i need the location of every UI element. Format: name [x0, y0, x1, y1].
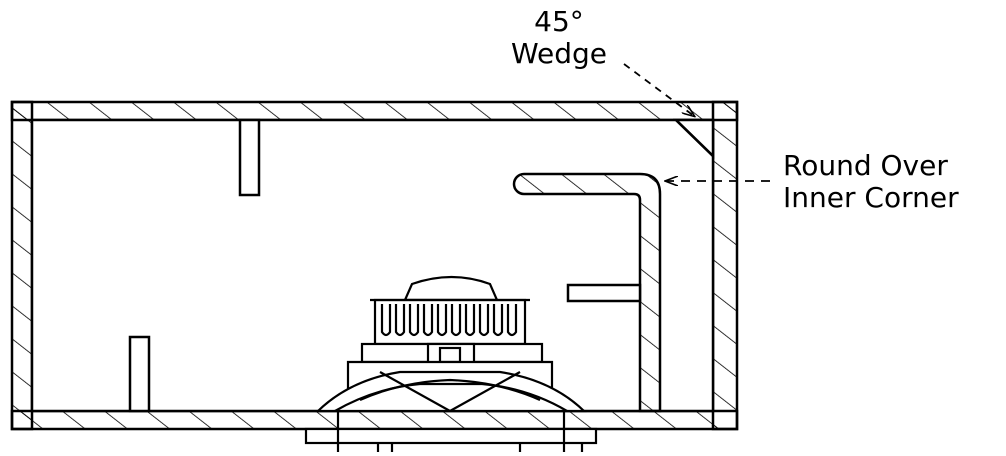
- magnet-fin: [492, 304, 504, 337]
- magnet-fin: [380, 304, 392, 337]
- magnet-fin: [464, 304, 476, 337]
- right-wall: [711, 100, 739, 431]
- magnet-fin: [450, 304, 462, 337]
- wedge-label: 45° Wedge: [498, 6, 620, 70]
- roundover-label: Round Over Inner Corner: [783, 150, 1005, 214]
- bottom-brace: [128, 335, 151, 413]
- magnet-fin: [408, 304, 420, 337]
- magnet-fin: [506, 304, 518, 337]
- magnet-fin: [436, 304, 448, 337]
- wedge-leader-arrow: [623, 63, 694, 116]
- top-wall: [10, 100, 739, 122]
- wedge-label-line1: 45°: [534, 5, 584, 38]
- roundover-label-line1: Round Over: [783, 149, 948, 182]
- left-wall: [10, 100, 34, 431]
- bottom-wall: [10, 409, 739, 431]
- woofer-driver: [304, 275, 598, 452]
- magnet-fin: [394, 304, 406, 337]
- magnet-fin: [422, 304, 434, 337]
- top-brace: [238, 118, 261, 197]
- magnet-fin: [478, 304, 490, 337]
- wedge-label-line2: Wedge: [510, 37, 608, 70]
- roundover-label-line2: Inner Corner: [783, 181, 959, 214]
- rounded-port-baffle: [512, 172, 662, 413]
- enclosure-walls: [10, 100, 739, 431]
- port-shelf: [566, 283, 642, 303]
